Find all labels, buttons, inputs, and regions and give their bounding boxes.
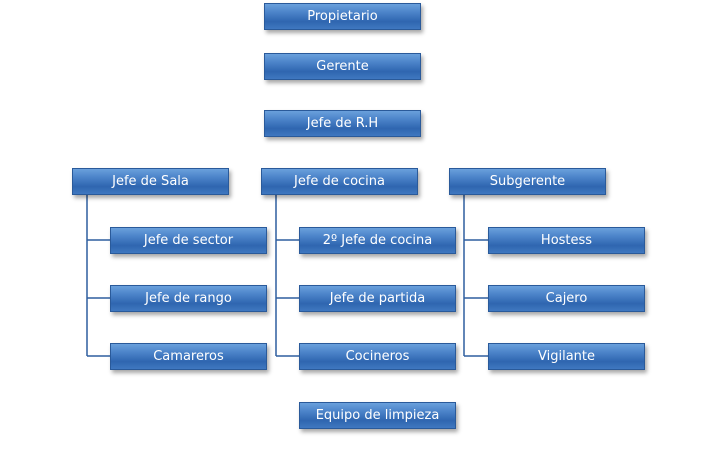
node-camareros: Camareros: [110, 343, 267, 370]
node-label: Camareros: [153, 349, 224, 364]
node-jefe-de-sector: Jefe de sector: [110, 227, 267, 254]
node-jefe-de-partida: Jefe de partida: [299, 285, 456, 312]
node-cajero: Cajero: [488, 285, 645, 312]
node-label: Gerente: [316, 59, 369, 74]
node-label: Vigilante: [538, 349, 595, 364]
node-label: Jefe de R.H: [306, 116, 379, 131]
node-label: Jefe de partida: [329, 291, 426, 306]
node-jefe-de-cocina: Jefe de cocina: [261, 168, 418, 195]
node-label: Cocineros: [345, 349, 410, 364]
node-label: Subgerente: [489, 174, 566, 189]
node-subgerente: Subgerente: [449, 168, 606, 195]
node-jefe-de-sala: Jefe de Sala: [72, 168, 229, 195]
node-jefe-rh: Jefe de R.H: [264, 110, 421, 137]
node-segundo-jefe-de-cocina: 2º Jefe de cocina: [299, 227, 456, 254]
node-cocineros: Cocineros: [299, 343, 456, 370]
node-equipo-de-limpieza: Equipo de limpieza: [299, 402, 456, 429]
node-jefe-de-rango: Jefe de rango: [110, 285, 267, 312]
node-label: Propietario: [307, 9, 378, 24]
node-label: Equipo de limpieza: [315, 408, 440, 423]
node-label: Hostess: [540, 233, 593, 248]
node-label: Cajero: [545, 291, 588, 306]
node-label: Jefe de sector: [143, 233, 234, 248]
node-gerente: Gerente: [264, 53, 421, 80]
node-hostess: Hostess: [488, 227, 645, 254]
node-label: 2º Jefe de cocina: [322, 233, 433, 248]
node-label: Jefe de rango: [145, 291, 232, 306]
node-label: Jefe de cocina: [294, 174, 385, 189]
node-propietario: Propietario: [264, 3, 421, 30]
node-label: Jefe de Sala: [112, 174, 189, 189]
node-vigilante: Vigilante: [488, 343, 645, 370]
